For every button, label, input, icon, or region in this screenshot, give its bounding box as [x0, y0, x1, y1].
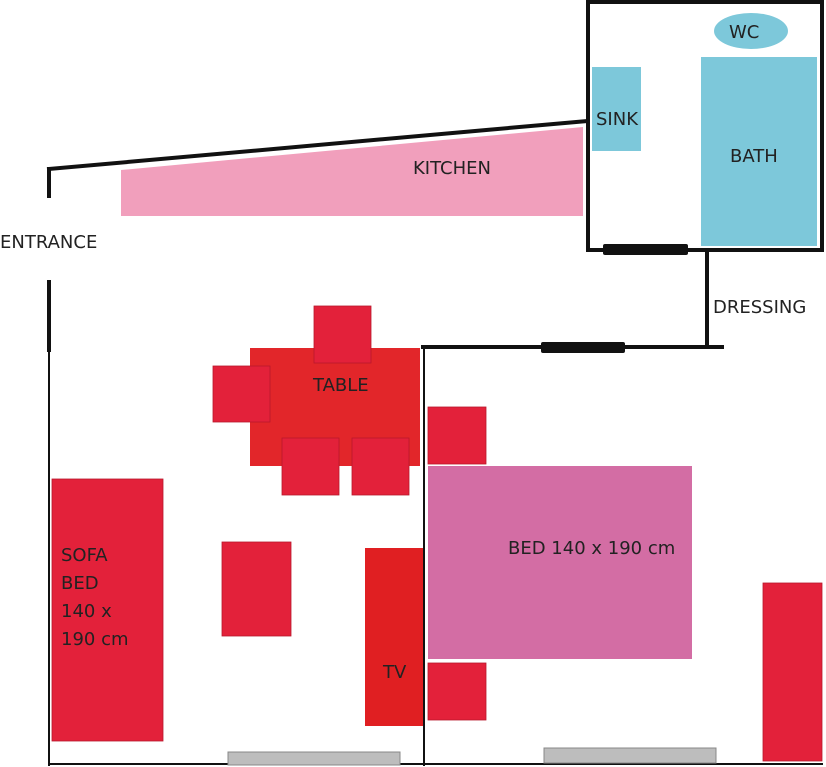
- chair-bottom-left: [281, 437, 340, 496]
- bed: [428, 466, 692, 659]
- label-sofa-bed-line-2: BED: [61, 573, 99, 594]
- label-sink: SINK: [596, 109, 639, 130]
- window-bedroom: [543, 747, 717, 764]
- sofa-bed: [51, 478, 164, 742]
- bedroom-door: [541, 342, 625, 353]
- chair-top: [313, 305, 372, 364]
- label-sofa-bed-line-1: SOFA: [61, 545, 108, 566]
- label-kitchen: KITCHEN: [413, 158, 491, 179]
- bath-fixture: [701, 57, 817, 246]
- window-living: [227, 751, 401, 766]
- kitchen-counter: [121, 127, 583, 216]
- coffee-table: [221, 541, 292, 637]
- label-sofa-bed-line-3: 140 x: [61, 601, 112, 622]
- wall-kitchen-top: [46, 118, 590, 172]
- label-wc: WC: [729, 22, 759, 43]
- wardrobe: [762, 582, 823, 762]
- label-sofa-bed-line-4: 190 cm: [61, 629, 129, 650]
- label-table: TABLE: [312, 375, 369, 396]
- wc-fixture: [714, 13, 788, 49]
- sink-fixture: [592, 67, 641, 151]
- bathroom-door: [603, 244, 688, 255]
- label-entrance: ENTRANCE: [0, 232, 97, 253]
- label-tv: TV: [382, 662, 407, 683]
- chair-bottom-right: [351, 437, 410, 496]
- chair-left: [212, 365, 271, 423]
- label-dressing: DRESSING: [713, 297, 806, 318]
- nightstand-top: [427, 406, 487, 465]
- nightstand-bottom: [427, 662, 487, 721]
- tv-unit: [365, 548, 423, 726]
- label-bath: BATH: [730, 146, 778, 167]
- label-bed: BED 140 x 190 cm: [508, 538, 675, 559]
